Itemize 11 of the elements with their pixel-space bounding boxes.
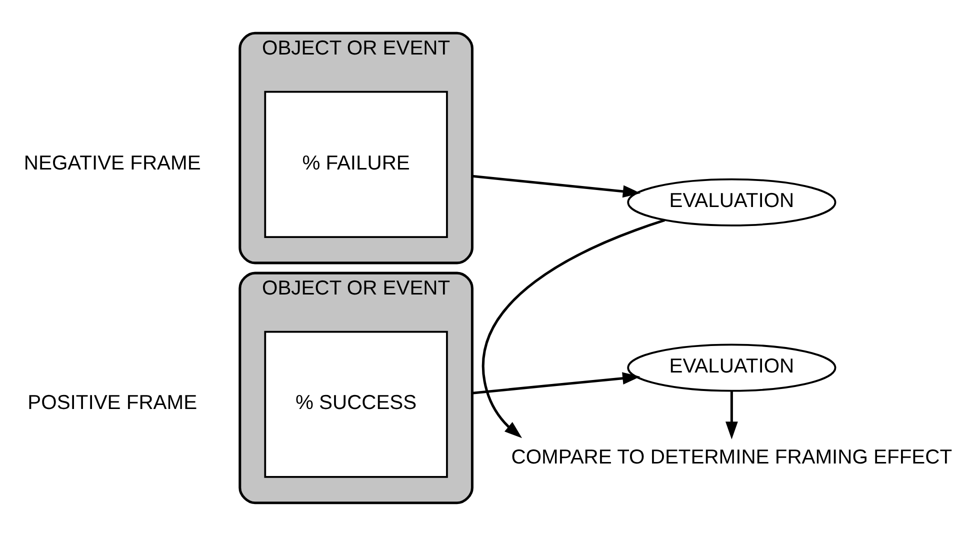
node-label: POSITIVE FRAME [28, 392, 198, 414]
node-ellipse: EVALUATION [627, 343, 836, 392]
node-text: COMPARE TO DETERMINE FRAMING EFFECT [511, 446, 952, 468]
node-label: NEGATIVE FRAME [24, 152, 201, 174]
arrow [472, 372, 640, 394]
arrow [472, 174, 641, 198]
arrow [726, 390, 738, 439]
node-box: % FAILURE [264, 90, 448, 238]
arrow [482, 218, 666, 438]
node-ellipse: EVALUATION [627, 178, 836, 226]
node-box: % SUCCESS [264, 330, 448, 478]
